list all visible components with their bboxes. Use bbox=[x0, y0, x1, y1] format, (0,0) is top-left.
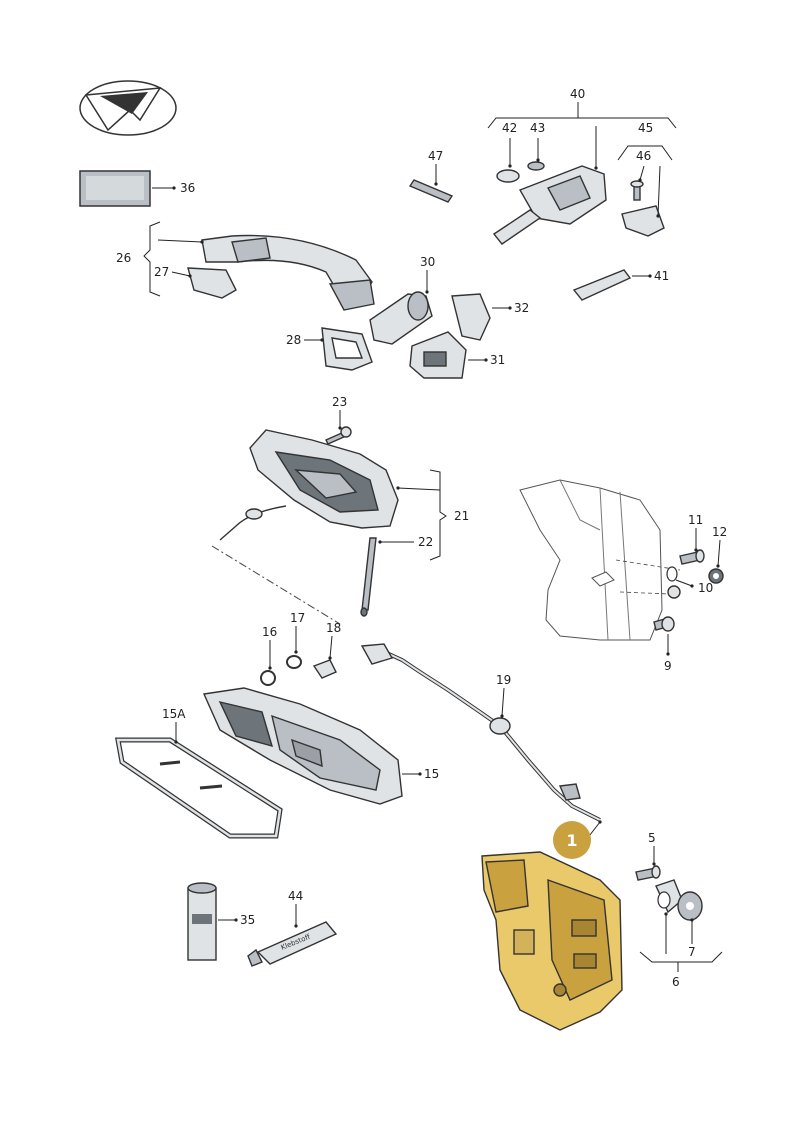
part-27-seal bbox=[187, 267, 237, 299]
part-9-screw bbox=[653, 616, 675, 632]
callout-36: 36 bbox=[180, 181, 195, 195]
callout-10: 10 bbox=[698, 581, 713, 595]
callout-22: 22 bbox=[418, 535, 433, 549]
part-5-screw bbox=[635, 865, 661, 881]
part-41-key-blade bbox=[572, 269, 632, 301]
part-36-plate bbox=[79, 170, 176, 207]
callout-5: 5 bbox=[648, 831, 656, 845]
callout-27: 27 bbox=[154, 265, 169, 279]
part-16-ring bbox=[260, 670, 276, 686]
part-42-battery bbox=[496, 169, 520, 183]
part-31-bracket bbox=[409, 331, 467, 379]
part-19-cable bbox=[360, 643, 601, 822]
callout-21: 21 bbox=[454, 509, 469, 523]
part-45-bracket bbox=[621, 205, 665, 237]
part-30-lock-cylinder bbox=[369, 291, 433, 345]
callout-46: 46 bbox=[636, 149, 651, 163]
part-22-rod bbox=[360, 537, 377, 617]
callout-6: 6 bbox=[672, 975, 680, 989]
part-17-washer bbox=[286, 655, 302, 669]
callout-19: 19 bbox=[496, 673, 511, 687]
callout-15: 15 bbox=[424, 767, 439, 781]
callout-23: 23 bbox=[332, 395, 347, 409]
part-10-washer bbox=[666, 566, 681, 599]
part-46-screw bbox=[630, 180, 644, 201]
callout-7: 7 bbox=[688, 945, 696, 959]
part-21-handle-carrier bbox=[249, 429, 399, 529]
callout-41: 41 bbox=[654, 269, 669, 283]
callout-26: 26 bbox=[116, 251, 131, 265]
callout-28: 28 bbox=[286, 333, 301, 347]
part-15a-trim-frame bbox=[115, 737, 283, 839]
part-11-bolt bbox=[679, 549, 705, 565]
callout-35: 35 bbox=[240, 913, 255, 927]
callout-42: 42 bbox=[502, 121, 517, 135]
svg-text:1: 1 bbox=[566, 831, 577, 850]
callout-40: 40 bbox=[570, 87, 585, 101]
callout-32: 32 bbox=[514, 301, 529, 315]
part-40-remote-key bbox=[492, 165, 607, 245]
part-18-clip bbox=[312, 659, 337, 679]
callout-15a: 15A bbox=[162, 707, 186, 721]
callout-47: 47 bbox=[428, 149, 443, 163]
part-35-can bbox=[187, 882, 217, 961]
part-7-plate bbox=[677, 891, 703, 921]
part-26-outer-handle bbox=[201, 234, 375, 311]
callout-30: 30 bbox=[420, 255, 435, 269]
callout-12: 12 bbox=[712, 525, 727, 539]
callout-1-badge: 1 bbox=[553, 821, 591, 859]
callout-16: 16 bbox=[262, 625, 277, 639]
part-1-door-lock bbox=[481, 851, 623, 1031]
door-frame-inset bbox=[519, 479, 681, 641]
callout-17: 17 bbox=[290, 611, 305, 625]
callout-11: 11 bbox=[688, 513, 703, 527]
part-43-cover bbox=[527, 161, 545, 171]
callout-45: 45 bbox=[638, 121, 653, 135]
part-44-adhesive-tube: Klebstoff bbox=[247, 921, 338, 967]
part-32-cap bbox=[451, 293, 491, 341]
brand-emblem-icon bbox=[79, 80, 177, 136]
callout-9: 9 bbox=[664, 659, 672, 673]
part-47-pin bbox=[408, 179, 454, 203]
part-23-screw bbox=[325, 426, 352, 445]
callout-44: 44 bbox=[288, 889, 303, 903]
part-6-striker bbox=[655, 879, 683, 914]
callout-18: 18 bbox=[326, 621, 341, 635]
part-28-gasket bbox=[321, 327, 373, 371]
callout-31: 31 bbox=[490, 353, 505, 367]
part-12-nut bbox=[708, 568, 724, 584]
callout-43: 43 bbox=[530, 121, 545, 135]
part-15-inner-handle bbox=[202, 687, 403, 805]
